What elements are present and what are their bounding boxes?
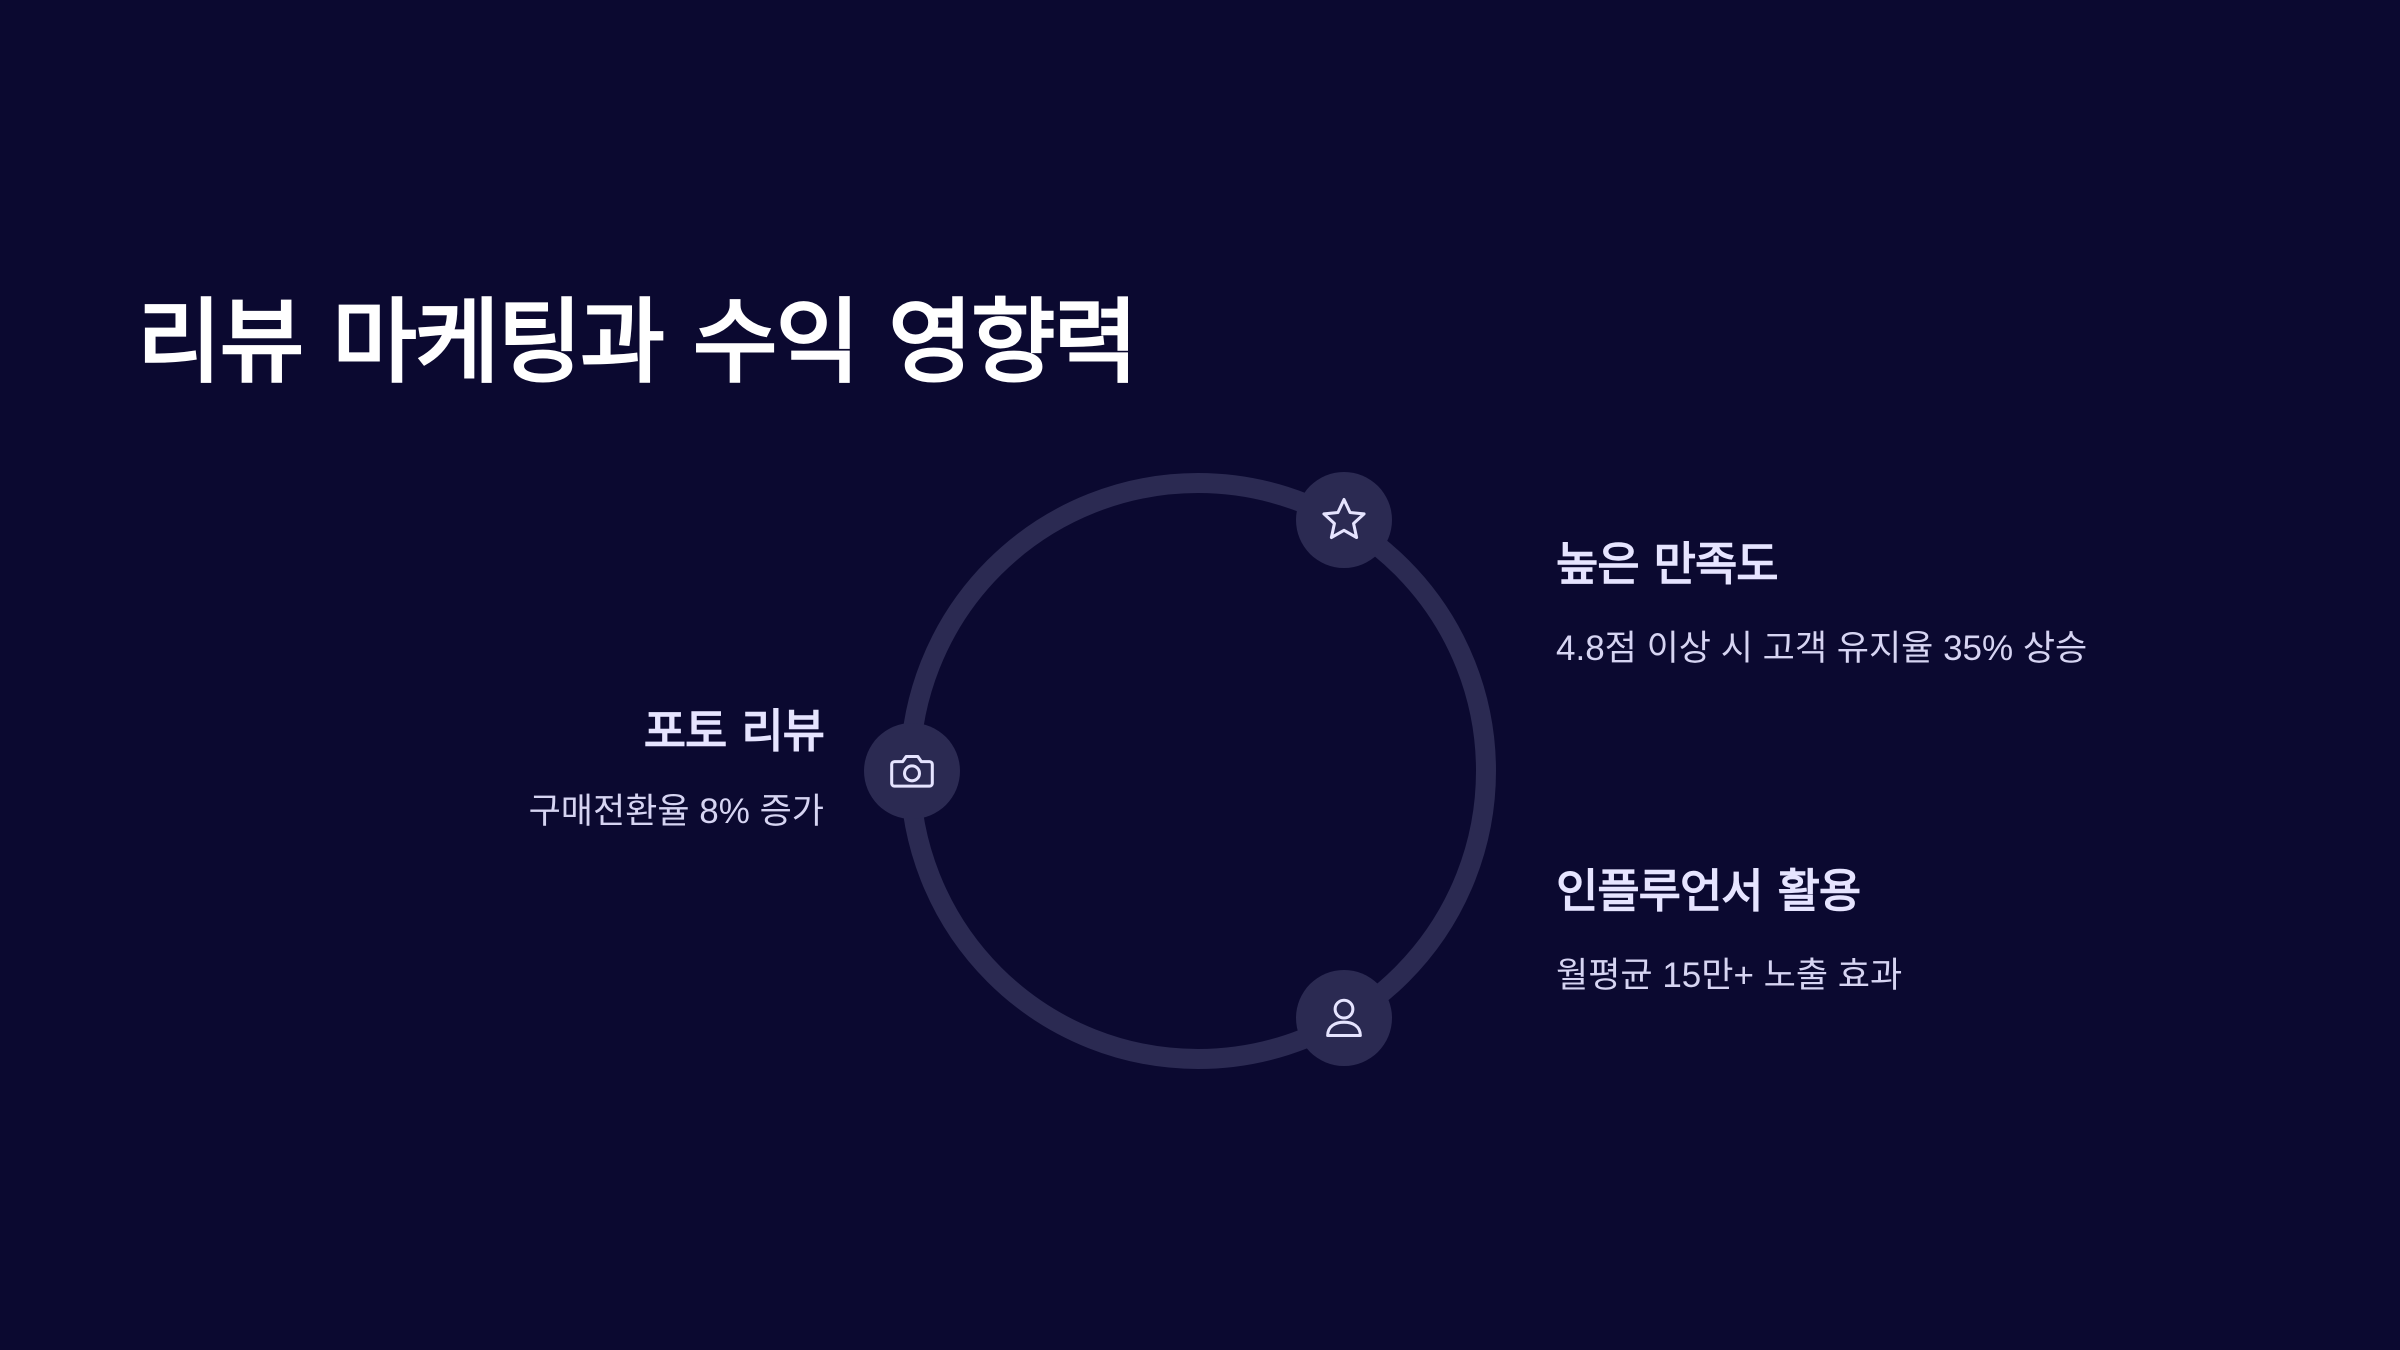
influencer-description: 월평균 15만+ 노출 효과 xyxy=(1556,956,1903,995)
influencer-title: 인플루언서 활용 xyxy=(1556,864,1861,918)
camera-icon xyxy=(884,743,940,799)
cycle-ring xyxy=(900,473,1496,1069)
satisfaction-description: 4.8점 이상 시 고객 유지율 35% 상승 xyxy=(1556,629,2088,668)
node-camera xyxy=(864,723,960,819)
user-icon xyxy=(1316,990,1372,1046)
node-star xyxy=(1296,472,1392,568)
slide-title: 리뷰 마케팅과 수익 영향력 xyxy=(137,289,1138,396)
photo-review-description: 구매전환율 8% 증가 xyxy=(528,792,824,831)
satisfaction-title: 높은 만족도 xyxy=(1556,537,1779,591)
photo-review-title: 포토 리뷰 xyxy=(643,704,825,758)
star-icon xyxy=(1316,492,1372,548)
